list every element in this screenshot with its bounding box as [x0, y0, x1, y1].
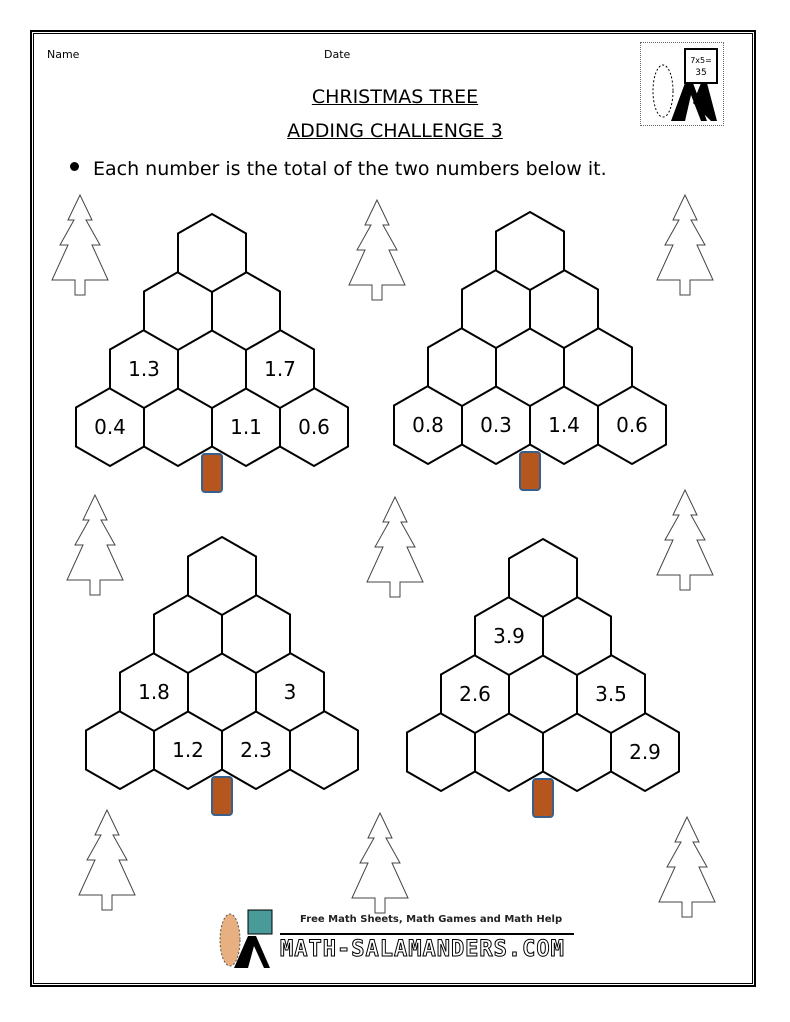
cell-value: 0.3 — [480, 413, 512, 437]
cell-value: 3.9 — [493, 624, 525, 648]
christmas-tree-outline-icon — [658, 815, 716, 918]
instruction-text: Each number is the total of the two numb… — [93, 158, 607, 180]
cell-value: 0.6 — [616, 413, 648, 437]
cell-value: 1.3 — [128, 357, 160, 381]
footer-site-link[interactable]: MATH-SALAMANDERS.COM — [280, 937, 565, 963]
worksheet-title: CHRISTMAS TREE — [311, 86, 479, 108]
christmas-tree-outline-icon — [656, 193, 714, 296]
cell-value: 3.5 — [595, 682, 627, 706]
christmas-tree-outline-icon — [348, 198, 406, 301]
cell-value: 2.6 — [459, 682, 491, 706]
hex-cell[interactable] — [177, 212, 247, 294]
page-border — [30, 30, 756, 987]
footer-divider — [280, 933, 574, 935]
footer-tagline: Free Math Sheets, Math Games and Math He… — [300, 914, 563, 925]
christmas-tree-outline-icon — [366, 495, 424, 598]
svg-text:35: 35 — [695, 68, 706, 78]
cell-value: 0.4 — [94, 415, 126, 439]
cell-value: 2.3 — [240, 738, 272, 762]
tree-trunk — [211, 776, 233, 816]
cell-value: 1.8 — [138, 680, 170, 704]
christmas-tree-outline-icon — [656, 488, 714, 591]
cell-value: 1.4 — [548, 413, 580, 437]
tree-trunk — [519, 451, 541, 491]
cell-value: 1.1 — [230, 415, 262, 439]
cell-value: 1.2 — [172, 738, 204, 762]
tree-trunk — [532, 778, 554, 818]
footer-logo-icon — [212, 908, 282, 970]
worksheet-subtitle: ADDING CHALLENGE 3 — [287, 120, 503, 142]
cell-value: 0.8 — [412, 413, 444, 437]
hex-cell[interactable] — [508, 537, 578, 619]
christmas-tree-outline-icon — [66, 493, 124, 596]
hex-cell[interactable] — [495, 210, 565, 292]
cell-value: 0.6 — [298, 415, 330, 439]
bullet-icon — [70, 162, 79, 171]
instruction: Each number is the total of the two numb… — [70, 158, 607, 180]
tree-trunk — [201, 453, 223, 493]
hex-cell[interactable] — [187, 535, 257, 617]
christmas-tree-outline-icon — [51, 193, 109, 296]
christmas-tree-outline-icon — [78, 808, 136, 911]
date-label: Date — [324, 48, 351, 61]
cell-value: 1.7 — [264, 357, 296, 381]
christmas-tree-outline-icon — [351, 811, 409, 914]
cell-value: 2.9 — [629, 740, 661, 764]
salamander-logo-icon: 7x5= 35 — [640, 42, 724, 126]
svg-text:7x5=: 7x5= — [690, 56, 712, 65]
name-label: Name — [47, 48, 80, 61]
cell-value: 3 — [284, 680, 297, 704]
